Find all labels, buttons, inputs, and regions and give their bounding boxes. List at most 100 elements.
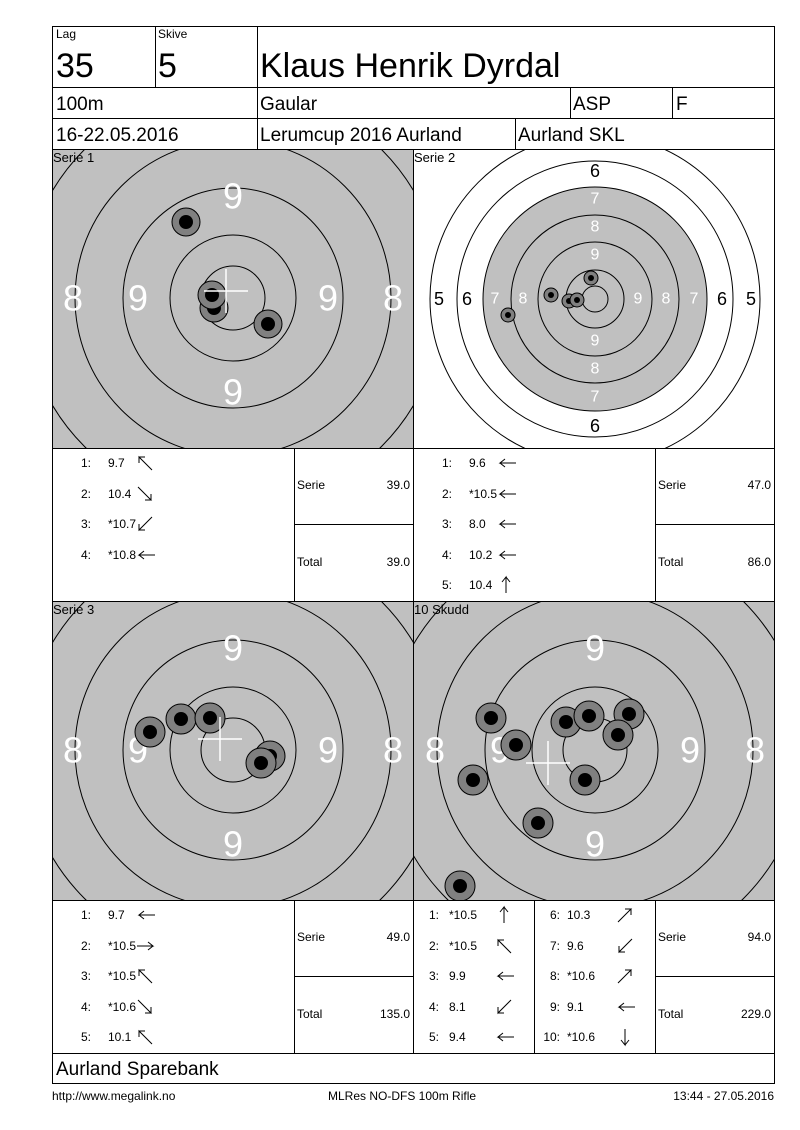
ring-number: 7: [690, 291, 699, 308]
ring-number: 8: [591, 361, 600, 378]
total-sum-cell: Total 86.0: [655, 524, 775, 602]
shot-row: 6:10.3: [535, 906, 655, 924]
direction-arrow-icon: [496, 971, 514, 981]
serie-sum-cell: Serie 39.0: [294, 448, 414, 525]
shot-row: 4:*10.8: [53, 546, 294, 564]
target-ring: [122, 639, 344, 861]
shot-number: 1:: [441, 456, 452, 470]
shot-number: 1:: [428, 908, 439, 922]
serie-sum-cell: Serie 94.0: [655, 900, 775, 977]
shot-row: 4:*10.6: [53, 998, 294, 1016]
shot-direction: [615, 997, 635, 1022]
target-ring: [74, 150, 392, 448]
shot-direction: [494, 905, 514, 930]
class-cell: ASP: [570, 87, 673, 119]
shot-row: 3:8.0: [414, 515, 655, 533]
ring-number: 9: [680, 730, 700, 771]
shot-number: 2:: [441, 486, 452, 501]
dates-cell: 16-22.05.2016: [52, 118, 258, 150]
ring-number: 6: [590, 416, 600, 436]
shot-number: 6:: [549, 908, 560, 922]
direction-arrow-icon: [498, 519, 516, 529]
ring-number: 9: [591, 333, 600, 350]
ring-number: 8: [383, 278, 403, 319]
target-ring: [537, 241, 653, 357]
target-background: [414, 602, 774, 900]
shot-hole-center: [582, 709, 596, 723]
direction-arrow-icon: [498, 458, 516, 468]
event-value: Lerumcup 2016 Aurland: [260, 125, 462, 146]
event-cell: Lerumcup 2016 Aurland: [257, 118, 516, 150]
footer-url[interactable]: http://www.megalink.no: [52, 1089, 176, 1103]
shot-hole-center: [205, 288, 219, 302]
shot-row: 3:*10.7: [53, 515, 294, 533]
serie-label: Serie: [658, 478, 687, 492]
skive-cell: Skive 5: [155, 26, 258, 88]
shot-direction: [135, 545, 155, 570]
panel-title: Serie 3: [53, 602, 95, 617]
panel-title: 10 Skudd: [414, 602, 469, 617]
direction-arrow-icon: [620, 1029, 630, 1047]
shot-value: *10.6: [108, 999, 137, 1014]
shot-hole-center: [559, 715, 573, 729]
shot-value: *10.5: [108, 938, 137, 953]
shot-value: *10.6: [567, 1030, 596, 1044]
shot-direction: [615, 966, 635, 991]
target-ring: [169, 686, 297, 814]
shot-number: 4:: [428, 999, 439, 1014]
shot-hole-center: [143, 725, 157, 739]
shot-direction: [494, 997, 514, 1022]
shot-row: 2:*10.5: [53, 937, 294, 955]
shot-hole-center: [174, 712, 188, 726]
panel-title: Serie 2: [414, 150, 456, 165]
ring-number: 9: [223, 372, 243, 413]
shot-value: 9.6: [469, 456, 486, 470]
shot-number: 3:: [80, 969, 91, 983]
shot-value: 10.4: [469, 578, 493, 592]
shot-row: 9:9.1: [535, 998, 655, 1016]
target-ring: [456, 160, 734, 438]
direction-arrow-icon: [618, 938, 633, 953]
shot-row: 2:*10.5: [414, 937, 534, 955]
direction-arrow-icon: [617, 969, 633, 984]
shot-value: *10.5: [449, 908, 478, 922]
target-ring: [482, 186, 708, 412]
ring-number: 6: [717, 289, 727, 309]
direction-arrow-icon: [138, 968, 153, 984]
serie-sum-cell: Serie 47.0: [655, 448, 775, 525]
shot-value: 10.4: [108, 486, 132, 501]
shot-direction: [496, 514, 516, 539]
direction-arrow-icon: [137, 941, 155, 950]
shot-value: 9.7: [108, 908, 125, 922]
shot-direction: [494, 966, 514, 991]
shot-value: *10.6: [567, 969, 596, 983]
serie-value: 94.0: [747, 930, 771, 944]
shot-value: *10.8: [108, 547, 137, 562]
shot-number: 3:: [428, 969, 439, 983]
shot-hole-center: [622, 707, 636, 721]
ring-number: 8: [63, 278, 83, 319]
shot-direction: [615, 905, 635, 930]
skive-label: Skive: [158, 27, 188, 41]
direction-arrow-icon: [497, 938, 512, 953]
shot-direction: [615, 936, 635, 961]
direction-arrow-icon: [138, 516, 153, 532]
direction-arrow-icon: [138, 1029, 153, 1045]
shot-row: 3:9.9: [414, 967, 534, 985]
distance-cell: 100m: [52, 87, 258, 119]
shot-hole-center: [261, 317, 275, 331]
shot-number: 3:: [80, 517, 91, 531]
serie-value: 39.0: [386, 478, 410, 492]
ring-number: 8: [63, 730, 83, 771]
ring-number: 8: [425, 730, 445, 771]
total-label: Total: [297, 1007, 323, 1021]
total-sum-cell: Total 229.0: [655, 976, 775, 1054]
